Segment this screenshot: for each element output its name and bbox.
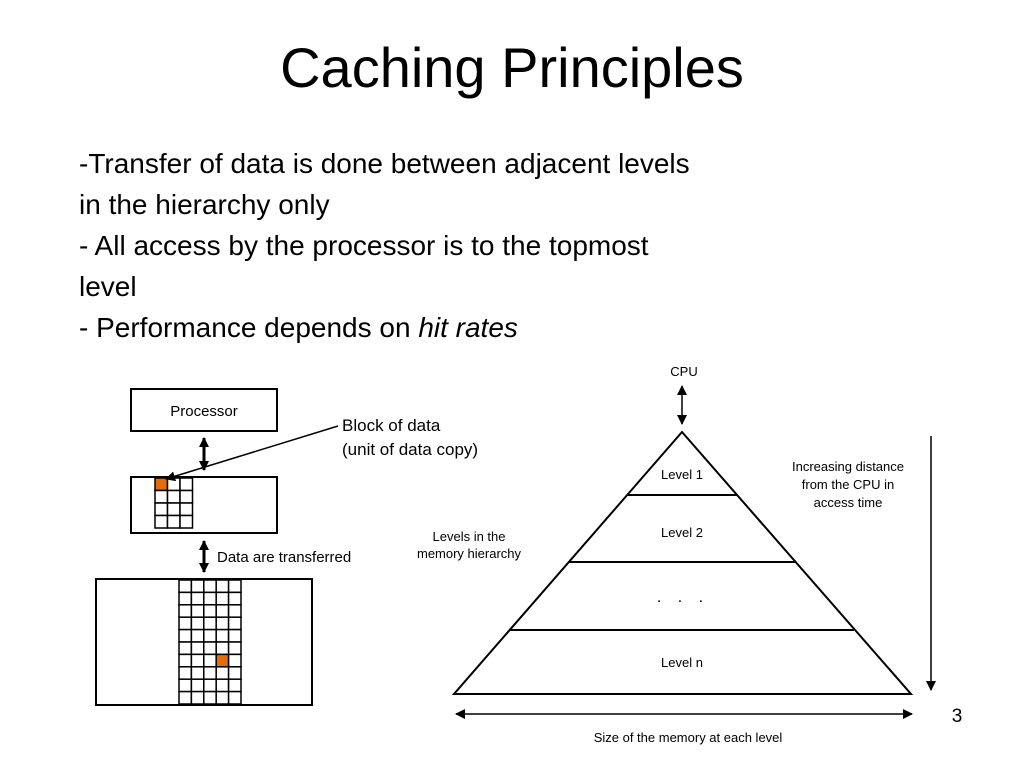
cache-block-grid (154, 477, 194, 529)
cache-block-cell (179, 477, 194, 492)
memory-block-cell (190, 666, 205, 680)
memory-block-cell (227, 628, 242, 643)
level-1-label: Level 1 (661, 467, 703, 482)
bullet-line-1: -Transfer of data is done between adjace… (79, 148, 690, 179)
memory-block-cell (215, 616, 230, 631)
bullet-line-4: level (79, 271, 137, 302)
memory-block-cell (178, 653, 193, 668)
bullet-line-5: - Performance depends on hit rates (79, 307, 839, 348)
memory-block-cell (178, 690, 193, 705)
memory-block-cell (203, 641, 217, 656)
page-number: 3 (951, 706, 963, 727)
memory-block-cell (203, 666, 217, 680)
memory-block-cell (227, 678, 242, 693)
hierarchy-label-line1: Levels in the (433, 529, 506, 544)
memory-block-cell (190, 678, 205, 693)
memory-block-cell (215, 604, 230, 618)
memory-block-cell (178, 591, 193, 606)
memory-block-cell (178, 641, 193, 656)
memory-block-cell (190, 579, 205, 594)
memory-block-cell (203, 616, 217, 631)
memory-hierarchy-pyramid: CPU Level 1 Level 2 . . . Level n Levels… (417, 364, 936, 745)
slide-title: Caching Principles (280, 36, 744, 99)
memory-block-cell (215, 579, 230, 594)
cache-block-cell (179, 502, 194, 517)
distance-label-line1: Increasing distance (792, 459, 904, 474)
bullet-list: -Transfer of data is done between adjace… (79, 143, 839, 348)
memory-highlighted-block (215, 653, 230, 668)
memory-block-cell (190, 604, 205, 618)
memory-block-cell (190, 591, 205, 606)
cache-highlighted-block (154, 477, 169, 492)
cache-block-cell (154, 502, 169, 517)
distance-label-line2: from the CPU in (802, 477, 894, 492)
level-n-label: Level n (661, 655, 703, 670)
processor-label: Processor (170, 403, 238, 420)
memory-block-cell (215, 666, 230, 680)
bullet-line-5-text: - Performance depends on (79, 312, 419, 343)
memory-block-cell (227, 616, 242, 631)
memory-block-cell (215, 678, 230, 693)
cache-block-cell (166, 502, 181, 517)
cache-block-cell (179, 514, 194, 529)
hit-rates-emphasis: hit rates (418, 312, 518, 343)
memory-block-cell (190, 690, 205, 705)
memory-block-cell (203, 690, 217, 705)
memory-block-cell (203, 591, 217, 606)
memory-block-cell (190, 653, 205, 668)
memory-block-grid (178, 579, 242, 705)
memory-block-cell (190, 641, 205, 656)
memory-block-cell (203, 579, 217, 594)
memory-block-cell (227, 690, 242, 705)
memory-block-cell (178, 666, 193, 680)
memory-block-cell (178, 616, 193, 631)
memory-block-cell (215, 628, 230, 643)
memory-block-cell (215, 690, 230, 705)
left-diagram: Processor Block of data (unit of data co… (95, 388, 478, 706)
memory-block-cell (203, 678, 217, 693)
memory-block-cell (178, 678, 193, 693)
memory-block-cell (227, 666, 242, 680)
cache-block-cell (166, 514, 181, 529)
memory-block-cell (190, 628, 205, 643)
memory-block-cell (178, 579, 193, 594)
block-label-line2: (unit of data copy) (342, 440, 478, 459)
cpu-label: CPU (670, 364, 697, 379)
level-ellipsis-label: . . . (657, 589, 709, 606)
memory-block-cell (227, 653, 242, 668)
cache-block-cell (166, 489, 181, 504)
transfer-label: Data are transferred (217, 549, 351, 566)
memory-block-cell (203, 628, 217, 643)
cache-block-cell (154, 489, 169, 504)
memory-block-cell (227, 641, 242, 656)
memory-block-cell (215, 641, 230, 656)
memory-block-cell (227, 604, 242, 618)
hierarchy-label-line2: memory hierarchy (417, 546, 522, 561)
memory-block-cell (190, 616, 205, 631)
block-pointer-line (165, 425, 339, 482)
cache-block-cell (154, 514, 169, 529)
distance-label-line3: access time (814, 495, 883, 510)
cache-block-cell (166, 477, 181, 492)
cache-box (130, 476, 278, 534)
bullet-line-3: - All access by the processor is to the … (79, 230, 649, 261)
memory-block-cell (203, 604, 217, 618)
memory-block-cell (215, 591, 230, 606)
bullet-line-2: in the hierarchy only (79, 189, 330, 220)
level-2-label: Level 2 (661, 525, 703, 540)
memory-block-cell (227, 579, 242, 594)
block-label-line1: Block of data (342, 416, 441, 435)
memory-block-cell (203, 653, 217, 668)
cache-block-cell (179, 489, 194, 504)
memory-block-cell (178, 628, 193, 643)
processor-box (130, 388, 278, 432)
size-label: Size of the memory at each level (594, 730, 783, 745)
memory-block-cell (178, 604, 193, 618)
memory-block-cell (227, 591, 242, 606)
